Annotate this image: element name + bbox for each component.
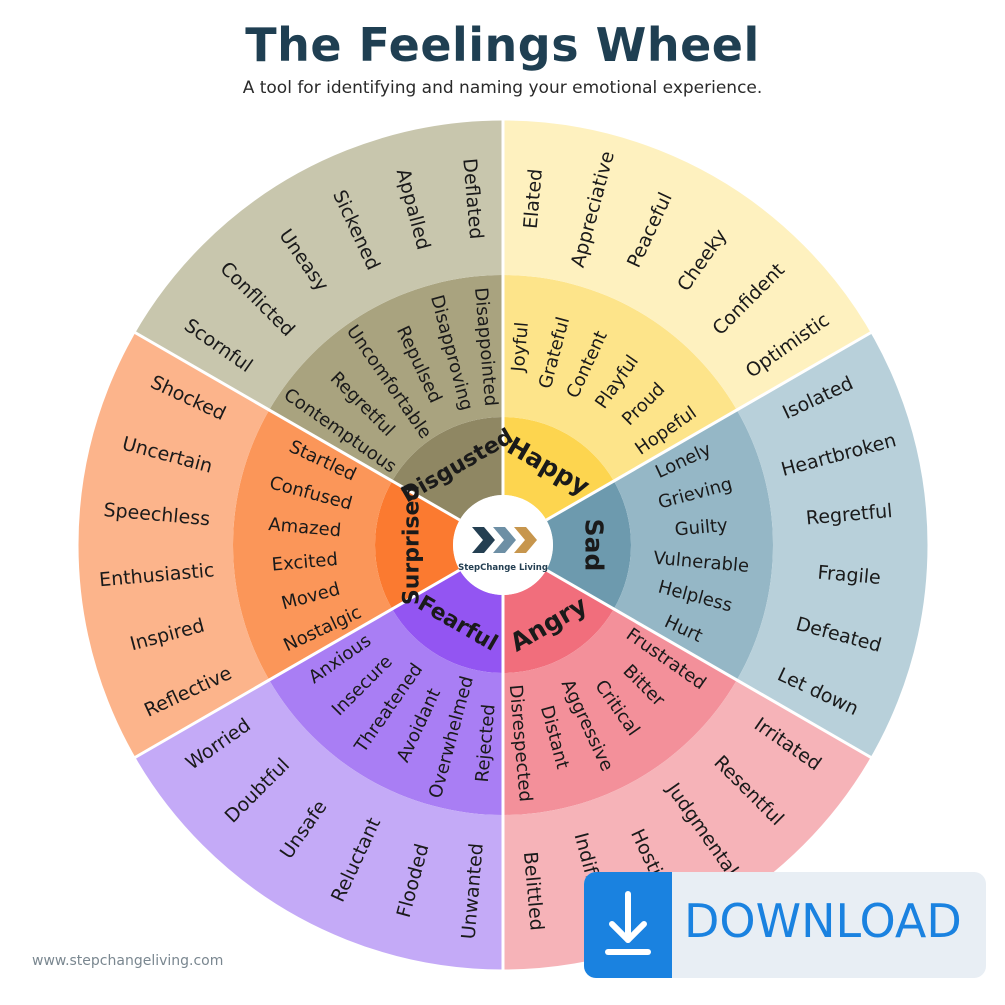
middle-emotion-guilty: Guilty: [674, 515, 729, 541]
segment-surprised-outer: [77, 332, 270, 758]
wheel-segments: [77, 120, 928, 970]
segment-sad-core: [546, 481, 631, 609]
logo-text: StepChange Living: [458, 563, 548, 573]
logo-chevrons-icon: [472, 527, 537, 553]
segment-angry-core: [503, 570, 614, 673]
core-emotion-surprised: Surprised: [400, 485, 425, 605]
segment-happy-core: [503, 417, 614, 520]
segment-surprised-middle: [232, 410, 393, 680]
wheel-outline: [77, 119, 929, 971]
segment-angry-middle: [503, 609, 737, 815]
page-subtitle: A tool for identifying and naming your e…: [242, 78, 763, 98]
segment-fearful-outer: [134, 680, 503, 970]
segment-disgusted-middle: [269, 275, 503, 481]
segment-sad-middle: [613, 410, 773, 680]
segment-divider: [545, 568, 872, 759]
segment-happy-middle: [503, 275, 737, 481]
outer-emotion-elated: Elated: [520, 168, 547, 230]
segment-sad-outer: [736, 332, 928, 758]
segment-fearful-middle: [269, 609, 503, 815]
download-icon: [605, 891, 651, 955]
segment-disgusted-outer: [134, 120, 503, 410]
download-label: DOWNLOAD: [684, 894, 962, 948]
segment-divider: [134, 331, 461, 522]
segment-disgusted-core: [392, 417, 503, 520]
download-icon-box: [584, 872, 672, 978]
segment-surprised-core: [375, 481, 460, 609]
segment-divider: [134, 568, 461, 759]
segment-fearful-core: [392, 570, 503, 673]
segment-divider: [545, 331, 872, 522]
core-emotion-sad: Sad: [580, 519, 609, 572]
website-url[interactable]: www.stepchangeliving.com: [32, 953, 224, 969]
logo: StepChange Living: [453, 495, 553, 595]
outer-emotion-fragile: Fragile: [817, 562, 882, 589]
download-button[interactable]: DOWNLOAD: [584, 872, 986, 978]
middle-emotion-joyful: Joyful: [508, 321, 533, 373]
wheel-dividers: [77, 119, 929, 971]
segment-happy-outer: [503, 120, 872, 410]
page-title: The Feelings Wheel: [245, 18, 760, 72]
